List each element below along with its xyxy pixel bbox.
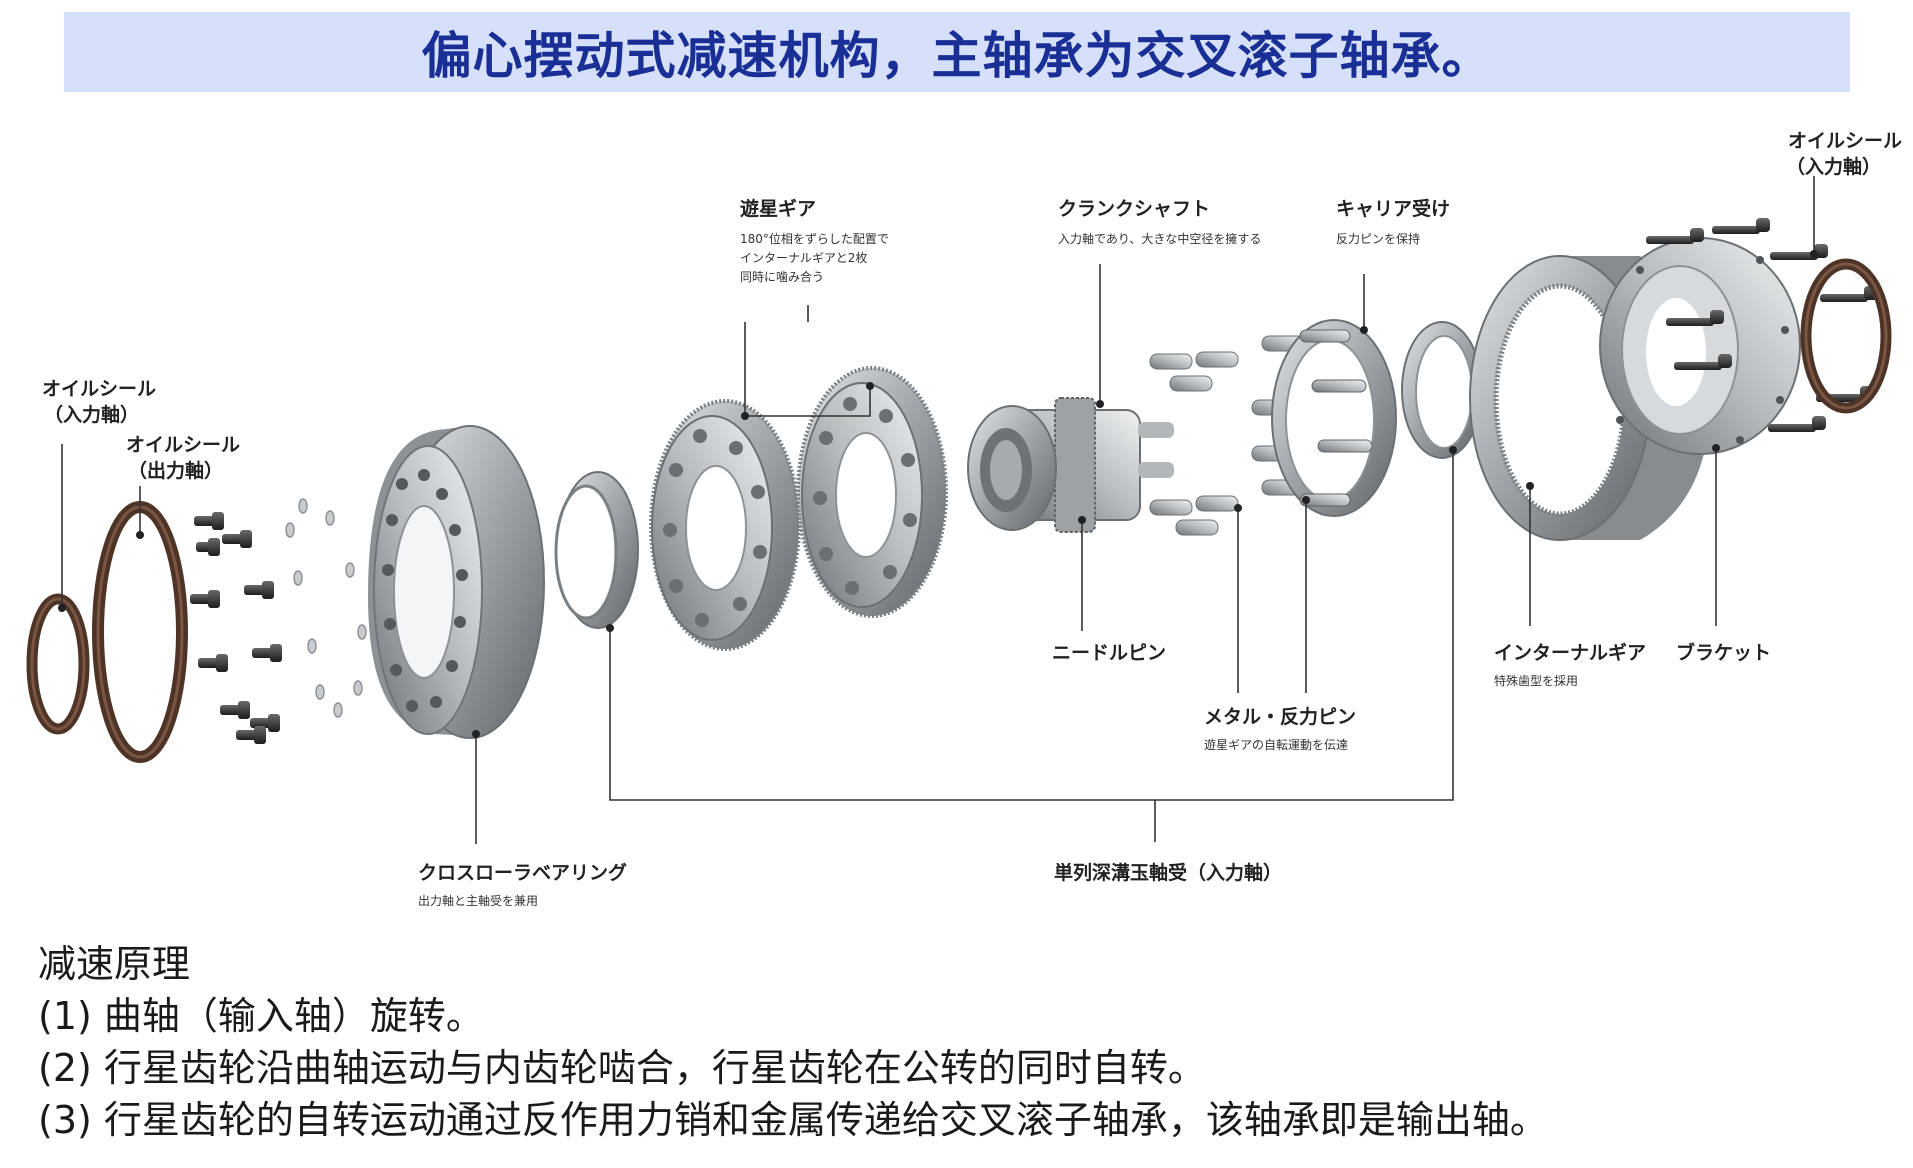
leader-lines xyxy=(61,176,1815,844)
label-bracket: ブラケット xyxy=(1676,642,1772,664)
label-metal-pin: メタル・反力ピン xyxy=(1204,706,1357,728)
label-crankshaft: クランクシャフト xyxy=(1058,198,1211,220)
crankshaft xyxy=(967,397,1174,533)
label-needle-pin: ニードルピン xyxy=(1052,642,1167,664)
exploded-view-diagram xyxy=(26,176,1892,844)
label-internal-gear: インターナルギア xyxy=(1494,642,1647,664)
desc-planet-gear-1: 180°位相をずらした配置で xyxy=(740,232,889,246)
leader-dots xyxy=(58,250,1818,738)
label-oil-seal-input-left: オイルシール xyxy=(42,378,157,400)
desc-internal-gear: 特殊歯型を採用 xyxy=(1494,674,1579,688)
bracket xyxy=(1599,237,1801,455)
label-cross-roller-bearing: クロスローラベアリング xyxy=(418,862,628,884)
oil-seal-input-right xyxy=(1800,258,1892,414)
label-oil-seal-input-left-sub: （入力軸） xyxy=(44,404,140,426)
desc-crankshaft: 入力軸であり、大きな中空径を擁する xyxy=(1058,232,1262,246)
desc-planet-gear-2: インターナルギアと2枚 xyxy=(740,251,868,265)
planet-gear-2 xyxy=(796,366,948,618)
desc-carrier: 反力ピンを保持 xyxy=(1336,232,1421,246)
ball-bearing-input xyxy=(554,471,639,629)
cross-roller-bearing xyxy=(368,425,545,739)
reduction-principle-notes: 减速原理 (1) 曲轴（输入轴）旋转。 (2) 行星齿轮沿曲轴运动与内齿轮啮合，… xyxy=(38,938,1838,1146)
bolts-left xyxy=(190,512,282,744)
page-title: 偏心摆动式减速机构，主轴承为交叉滚子轴承。 xyxy=(421,27,1493,85)
label-ball-bearing: 単列深溝玉軸受（入力軸） xyxy=(1054,862,1283,884)
oil-seal-output xyxy=(92,501,188,763)
label-oil-seal-output-sub: （出力軸） xyxy=(128,460,224,482)
label-oil-seal-input-right: オイルシール xyxy=(1788,130,1903,152)
washers xyxy=(285,498,367,718)
notes-line-1: (1) 曲轴（输入轴）旋转。 xyxy=(38,994,484,1038)
desc-metal-pin: 遊星ギアの自転運動を伝達 xyxy=(1204,738,1349,752)
oil-seal-input-left xyxy=(26,593,90,735)
desc-cross-roller-bearing: 出力軸と主軸受を兼用 xyxy=(418,894,539,908)
label-oil-seal-output: オイルシール xyxy=(126,434,241,456)
label-carrier: キャリア受け xyxy=(1336,198,1451,220)
notes-line-3: (3) 行星齿轮的自转运动通过反作用力销和金属传递给交叉滚子轴承，该轴承即是输出… xyxy=(38,1098,1548,1142)
label-oil-seal-input-right-sub: （入力軸） xyxy=(1786,156,1882,178)
label-planet-gear: 遊星ギア xyxy=(740,198,817,220)
notes-line-2: (2) 行星齿轮沿曲轴运动与内齿轮啮合，行星齿轮在公转的同时自转。 xyxy=(38,1046,1206,1090)
title-banner: 偏心摆动式减速机构，主轴承为交叉滚子轴承。 xyxy=(64,12,1850,92)
planet-gear-1 xyxy=(649,399,801,651)
ball-bearing-right xyxy=(1401,321,1483,459)
carrier xyxy=(1271,319,1397,517)
notes-heading: 减速原理 xyxy=(38,942,191,986)
desc-planet-gear-3: 同時に噛み合う xyxy=(740,270,825,284)
